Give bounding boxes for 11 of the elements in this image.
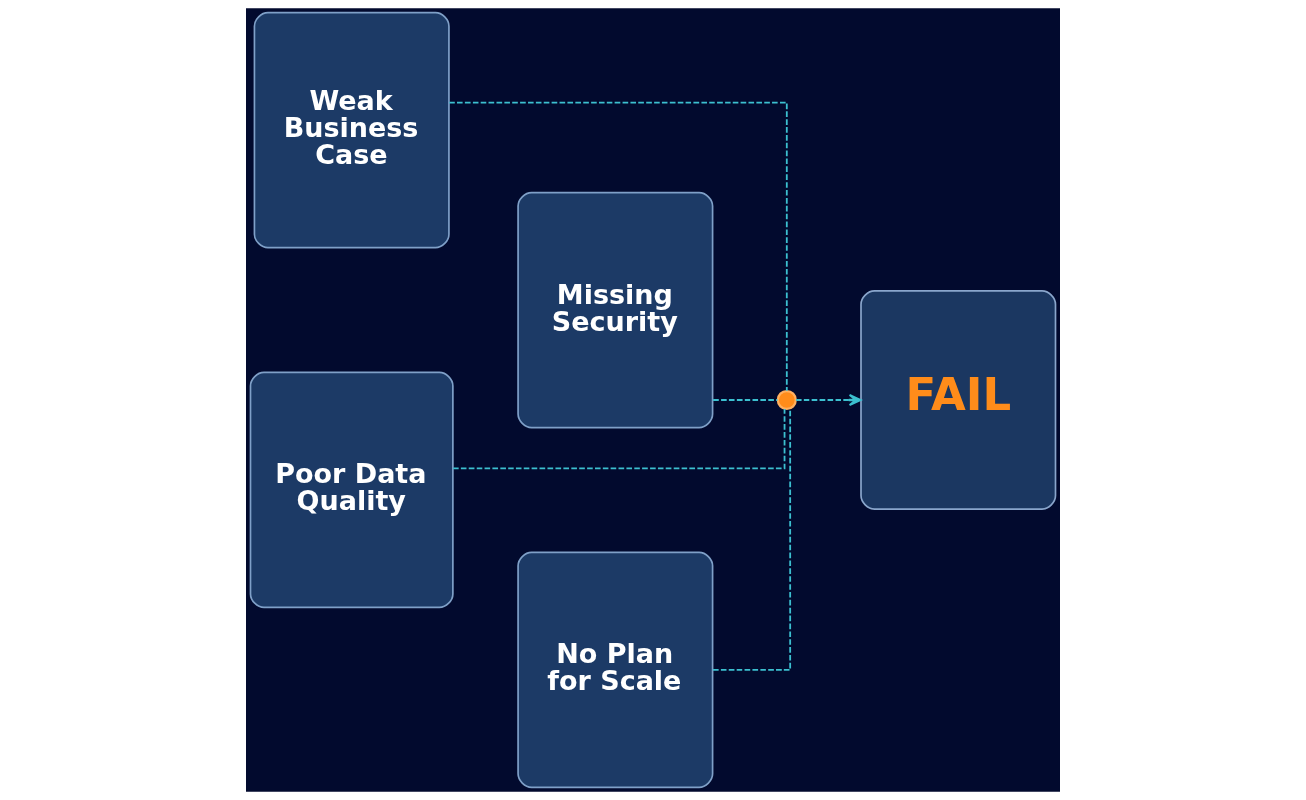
node-circle <box>776 389 797 411</box>
connector <box>452 408 786 470</box>
arrow <box>795 394 862 406</box>
node-box: Poor Data Quality <box>249 371 454 609</box>
connector <box>712 407 792 671</box>
node-box: FAIL <box>860 290 1057 510</box>
node-box: No Plan for Scale <box>517 551 714 789</box>
node-box: Weak Business Case <box>253 11 450 249</box>
connector <box>448 101 788 392</box>
node-box: Missing Security <box>517 191 714 429</box>
connector <box>712 399 779 401</box>
